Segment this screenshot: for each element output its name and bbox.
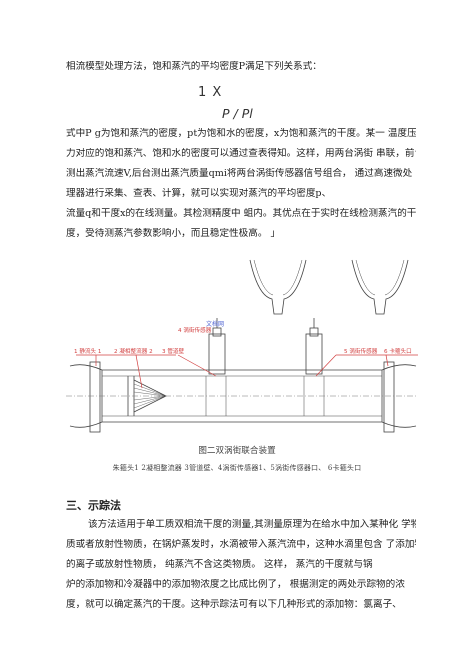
figure-caption: 图二双涡街联合装置	[198, 446, 276, 456]
callout-2: 2 凝相整流器 2	[114, 347, 153, 355]
formula-numerator: 1 X	[198, 85, 223, 100]
callout-3: 3 管道壁	[162, 347, 185, 355]
para1-line-2: 力对应的饱和蒸汽、饱和水的密度可以通过查表得知。这样，用两台涡街 串联，前台	[66, 148, 416, 159]
callout-4: 4 涡街传感器	[178, 326, 212, 334]
callout-1: 1 静流头 1	[74, 347, 102, 355]
section3-line-3: 的离子或放射性物质， 纯蒸汽不含这类物质。 这样， 蒸汽的干度就与锅	[66, 559, 373, 570]
figure-legend: 朱箍头1 2凝相整流器 3管道壁、4涡街传感器1、5涡街传感器口、 6卡箍头口	[112, 464, 362, 472]
section3-line-2: 质或者放射性物质，在锅炉蒸发时，水滴被带入蒸汽流中，这种水滴里包含 了添加物	[66, 539, 416, 550]
section3-line-1: 该方法适用于单工质双相流干度的测量,其测量原理为在给水中加入某种化 学物	[88, 519, 416, 530]
watermark-stamp: 文档网	[206, 320, 224, 328]
section-heading: 三、示踪法	[66, 499, 121, 512]
formula-denominator: P / Pl	[222, 106, 253, 121]
callout-5: 5 涡街传感器	[344, 347, 378, 355]
para1-line-3: 测出蒸汽流速V,后台测出蒸汽质量qmi将两台涡街传感器信号组合， 通过高速微处	[66, 168, 413, 179]
para1-line-5: 流量q和干度x的在线测量。其检测精度中 蛆内。其优点在于实时在线检测蒸汽的干	[66, 208, 416, 219]
callout-6: 6 卡箍头口	[384, 347, 412, 355]
section3-line-4: 炉的添加物和冷凝器中的添加物浓度之比成比例了， 根据测定的两处示踪物的浓	[66, 579, 405, 590]
intro-line: 相流模型处理方法，饱和蒸汽的平均密度P满足下列关系式：	[66, 61, 322, 72]
para1-line-6: 度，受待测蒸汽参数影响小，而且稳定性极高。 」	[66, 228, 281, 239]
section3-line-5: 度，就可以确定蒸汽的干度。这种示踪法可有以下几种形式的添加物：氯离子、	[66, 599, 402, 610]
dual-vortex-diagram: 1 静流头 1 2 凝相整流器 2 3 管道壁 4 涡街传感器 5 涡街传感器 …	[66, 259, 418, 433]
para1-line-1: 式中P g为饱和蒸汽的密度，pt为饱和水的密度，x为饱和蒸汽的干度。某一 温度压	[66, 128, 416, 139]
para1-line-4: 理器进行采集、查表、计算，就可以实现对蒸汽的平均密度p、	[66, 188, 332, 199]
